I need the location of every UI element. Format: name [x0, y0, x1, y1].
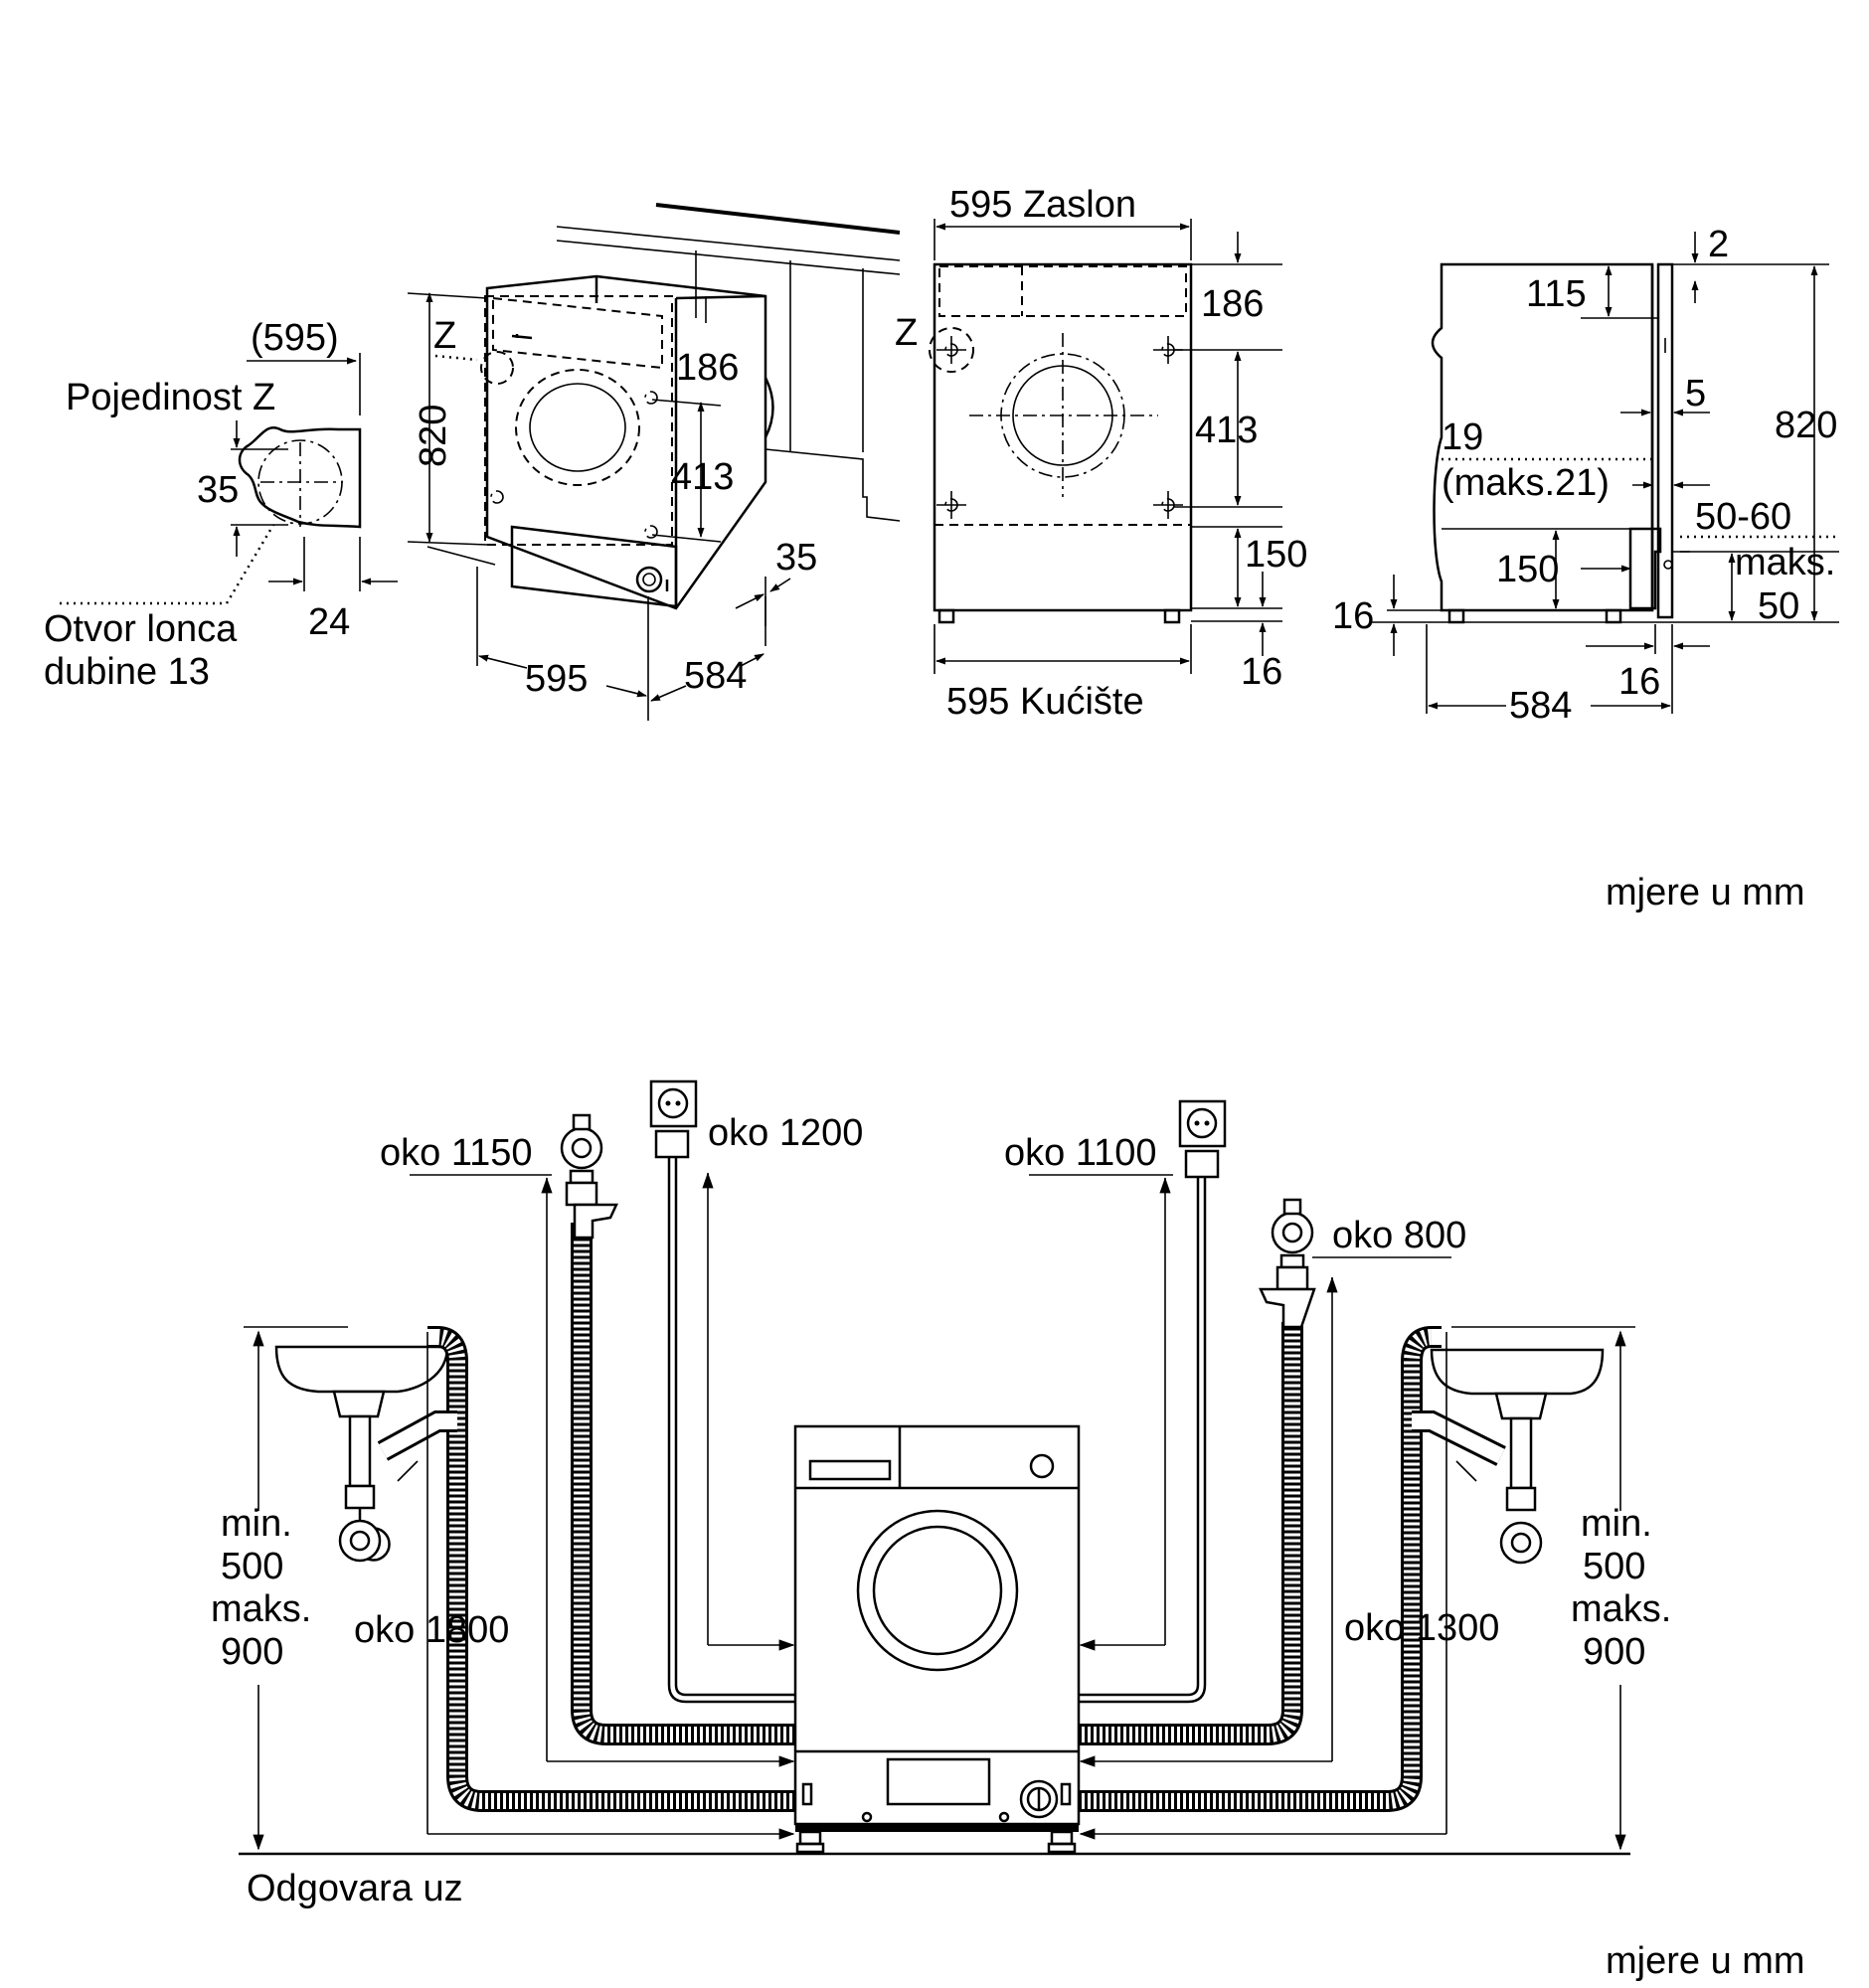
right-height-l3: maks. — [1571, 1588, 1671, 1630]
left-height-l1: min. — [221, 1503, 292, 1545]
side-dim-5: 5 — [1685, 373, 1706, 414]
right-height-l1: min. — [1581, 1503, 1652, 1545]
side-dim-150: 150 — [1496, 549, 1559, 590]
iso-dim-820: 820 — [413, 405, 454, 467]
left-height-l4: 900 — [221, 1631, 283, 1673]
detail-dim-35: 35 — [197, 469, 239, 511]
side-dim-5060: 50-60 — [1695, 496, 1791, 538]
iso-dim-186: 186 — [676, 347, 739, 389]
right-water-tap — [1259, 1198, 1316, 1329]
front-dim-413: 413 — [1195, 410, 1258, 451]
side-dim-50: 50 — [1758, 585, 1799, 627]
left-height-l2: 500 — [221, 1546, 283, 1587]
side-dim-2: 2 — [1708, 224, 1729, 265]
left-height-l3: maks. — [211, 1588, 311, 1630]
side-dim-max21: (maks.21) — [1442, 462, 1610, 504]
front-panel-width: 595 Zaslon — [949, 184, 1136, 226]
iso-dim-584: 584 — [684, 655, 747, 697]
detail-width-label: (595) — [251, 317, 339, 359]
side-dim-19: 19 — [1442, 416, 1483, 458]
iso-dim-413: 413 — [671, 456, 734, 498]
left-drain-length: oko 1800 — [354, 1609, 509, 1651]
bottom-units-note: mjere u mm — [1606, 1940, 1805, 1982]
right-drain-length: oko 1300 — [1344, 1607, 1499, 1649]
front-dim-16: 16 — [1241, 651, 1282, 693]
side-dim-115: 115 — [1526, 273, 1587, 315]
front-view: 595 Zaslon Z 186 413 — [895, 184, 1307, 723]
washing-machine — [793, 1424, 1081, 1854]
left-hose-length: oko 1150 — [380, 1132, 533, 1174]
right-height-l4: 900 — [1583, 1631, 1645, 1673]
side-dim-820: 820 — [1775, 405, 1837, 446]
side-dim-16-left: 16 — [1332, 595, 1374, 637]
right-sink — [1430, 1348, 1605, 1565]
left-cable-length: oko 1200 — [708, 1112, 863, 1154]
detail-title: Pojedinost Z — [66, 377, 275, 418]
side-dim-584: 584 — [1509, 685, 1572, 727]
connection-diagram: min. 500 maks. 900 — [211, 1079, 1671, 1909]
side-view: 2 115 820 5 19 (maks.21) 50-60 150 maks.… — [1332, 224, 1839, 727]
left-water-tap — [560, 1113, 618, 1240]
front-dim-150: 150 — [1245, 534, 1307, 576]
top-units-note: mjere u mm — [1606, 872, 1805, 913]
iso-dim-35: 35 — [775, 537, 817, 579]
front-case-width: 595 Kućište — [946, 681, 1144, 723]
detail-dim-24: 24 — [308, 601, 350, 643]
right-hose-length: oko 800 — [1332, 1215, 1466, 1256]
isometric-view: Z 820 186 413 35 595 584 — [407, 203, 901, 721]
right-height-l2: 500 — [1583, 1546, 1645, 1587]
side-dim-16-bottom: 16 — [1618, 661, 1660, 703]
iso-z-label: Z — [433, 315, 456, 357]
iso-dim-595: 595 — [525, 658, 588, 700]
detail-z: (595) Pojedinost Z 35 24 Otvor lonca dub… — [44, 317, 398, 693]
floor-label: Odgovara uz — [247, 1868, 463, 1909]
detail-note-line1: Otvor lonca — [44, 608, 238, 650]
front-z-label: Z — [895, 312, 918, 354]
detail-note-line2: dubine 13 — [44, 651, 210, 693]
left-sink — [274, 1345, 449, 1563]
side-dim-maks: maks. — [1735, 542, 1835, 583]
right-cable-length: oko 1100 — [1004, 1132, 1157, 1174]
front-dim-186: 186 — [1201, 283, 1264, 325]
